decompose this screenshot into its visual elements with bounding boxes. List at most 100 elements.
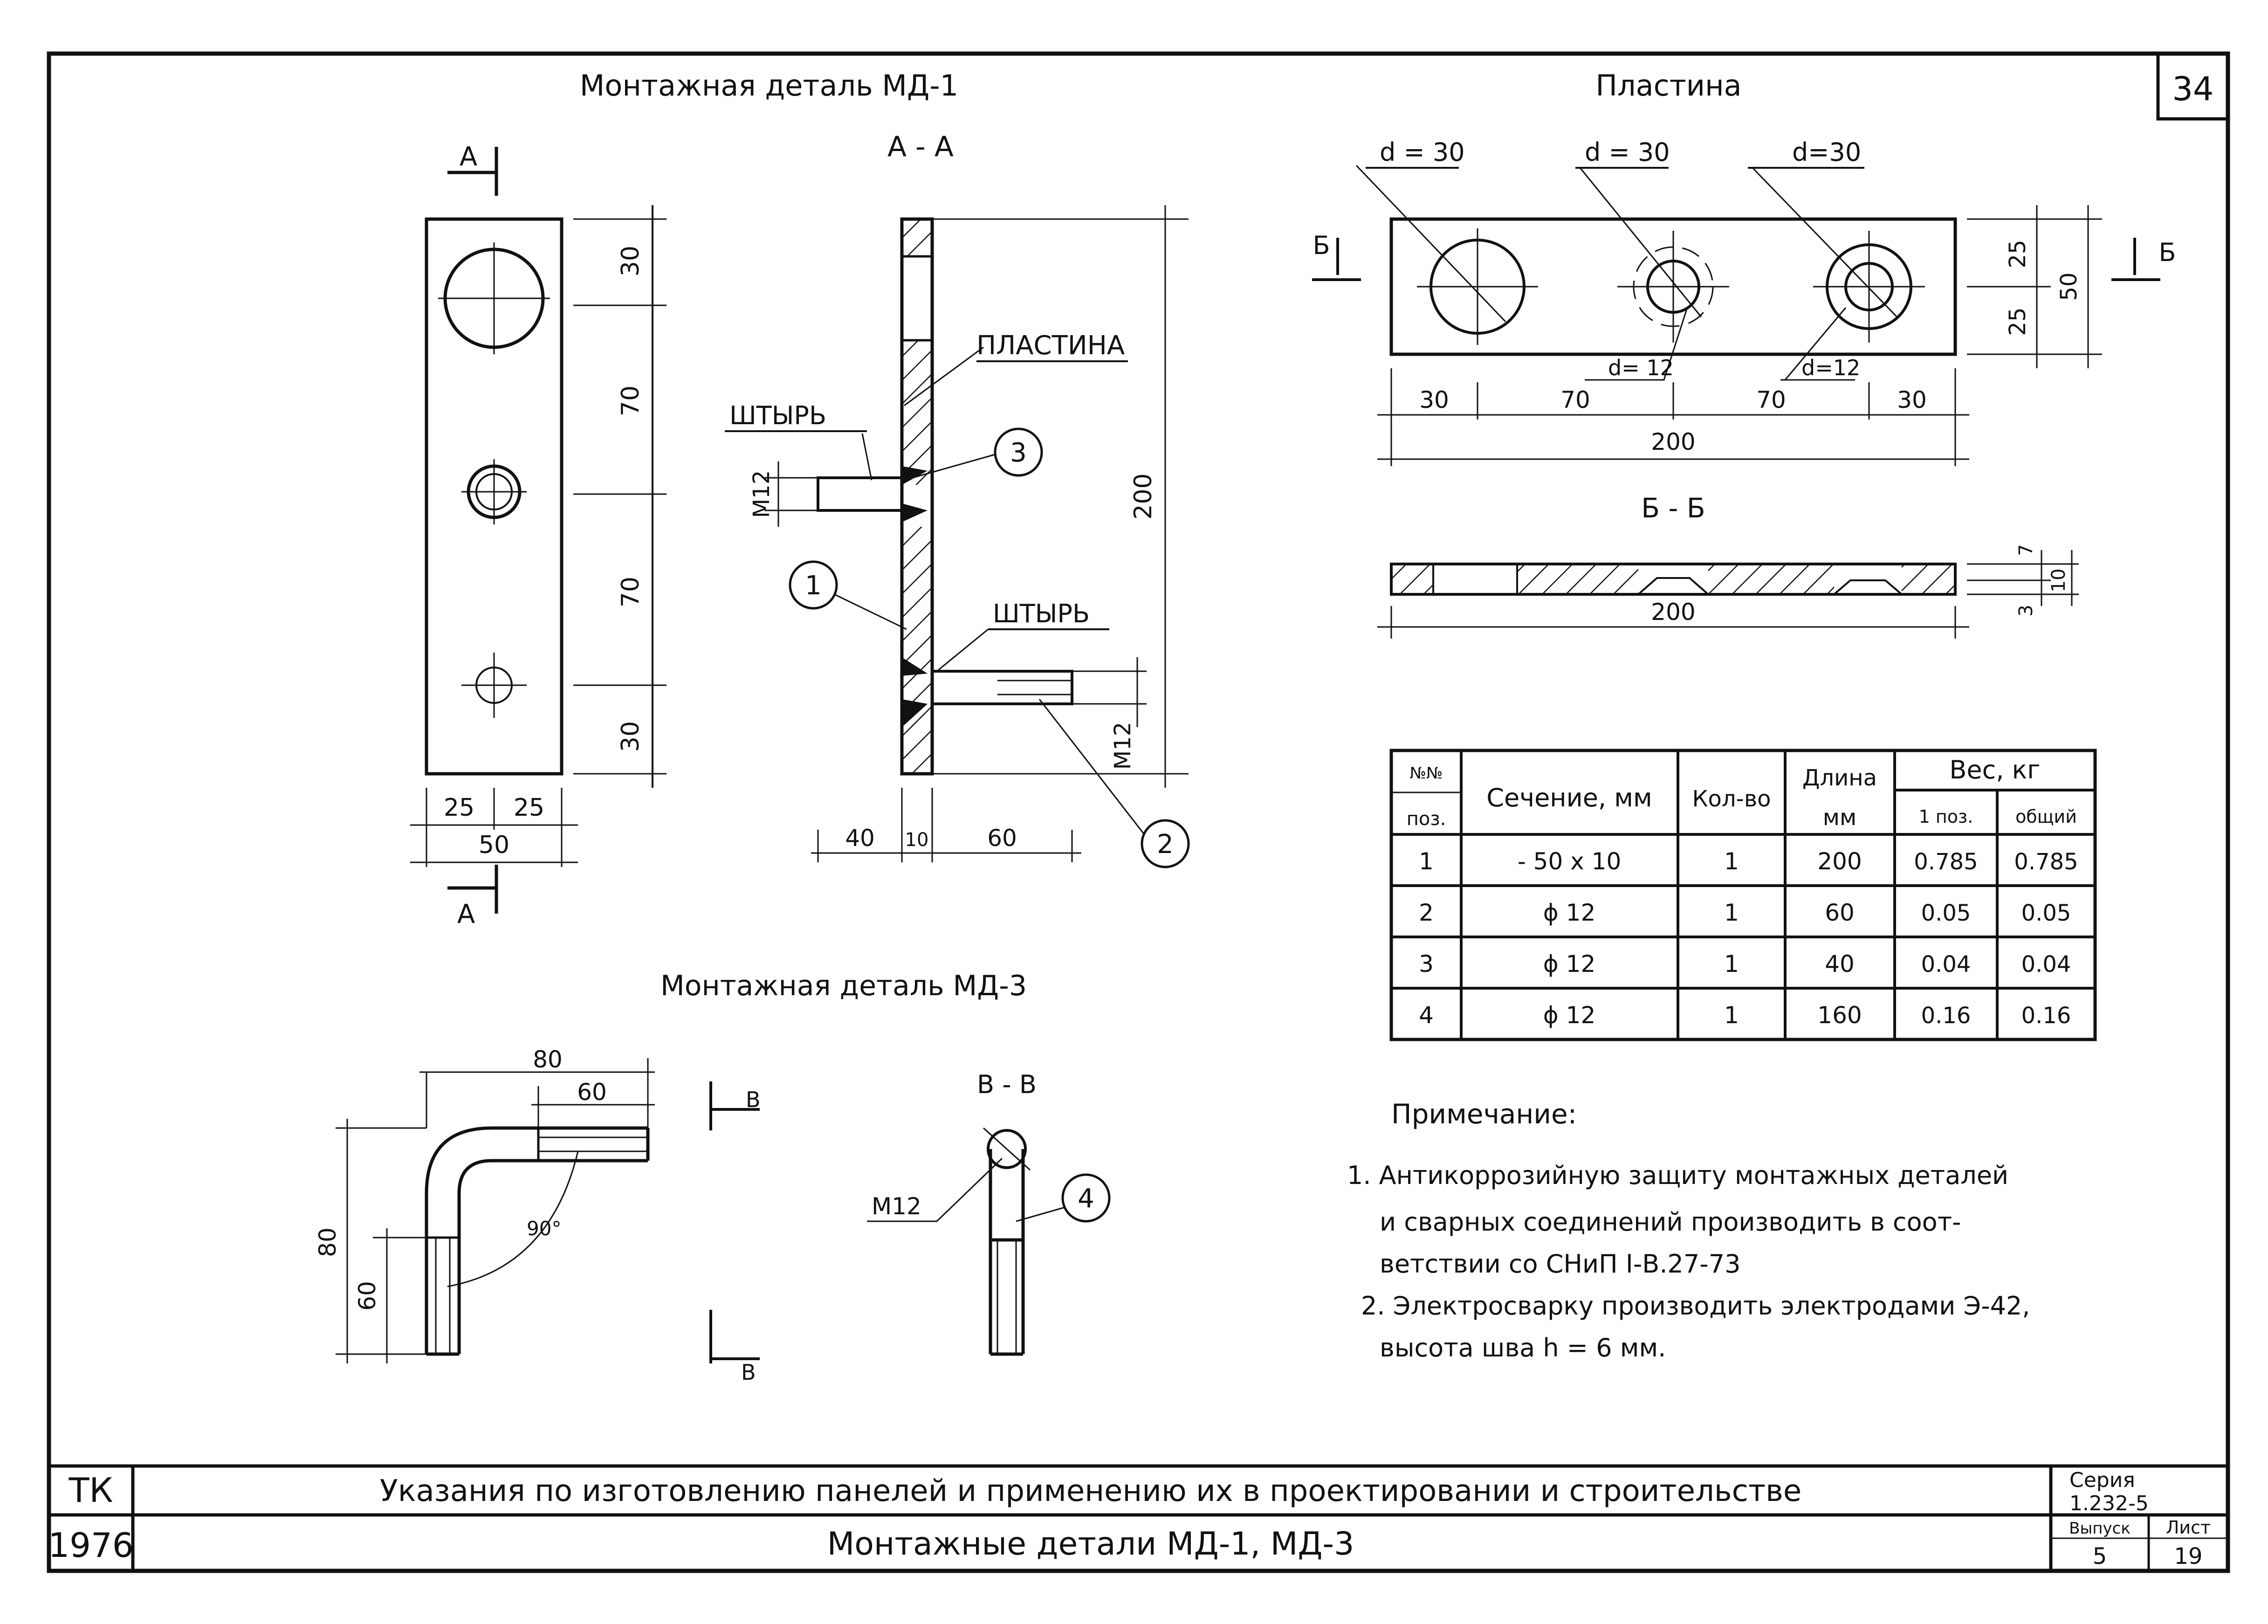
md1-section-mark-top: А — [460, 142, 477, 172]
cell-wt: 0.04 — [2021, 951, 2071, 977]
th-length-b: мм — [1823, 805, 1856, 831]
plate-outline — [1389, 217, 1957, 356]
md1-dim-b3: 60 — [987, 825, 1017, 852]
cell-qty: 1 — [1724, 1002, 1739, 1029]
th-section: Сечение, мм — [1486, 783, 1652, 812]
plate-section-dim-total: 200 — [1651, 599, 1695, 626]
md1-dim-w3: 50 — [479, 831, 509, 859]
tb-title: Указания по изготовлению панелей и приме… — [380, 1474, 1801, 1508]
md3-section-mark-bottom: В — [741, 1360, 756, 1385]
cell-length: 40 — [1825, 950, 1855, 977]
th-pos-a: №№ — [1410, 764, 1443, 783]
plate-section-mark-right: Б — [2158, 238, 2176, 267]
plate-section-mark-left: Б — [1313, 231, 1330, 260]
notes-title: Примечание: — [1391, 1098, 1577, 1130]
plate-dim-total: 200 — [1651, 428, 1695, 455]
tb-issue-value: 5 — [2093, 1543, 2107, 1569]
cell-qty: 1 — [1724, 848, 1739, 875]
md1-drawing: Монтажная деталь МД-1 А А 30 70 70 30 25… — [410, 69, 1190, 929]
plate-dim-b4: 30 — [1897, 386, 1927, 413]
cell-qty: 1 — [1724, 899, 1739, 926]
md3-dim-top-2: 60 — [577, 1079, 607, 1106]
md1-dim-b1: 40 — [845, 825, 875, 852]
tb-year: 1976 — [48, 1526, 133, 1565]
cell-w1: 0.05 — [1921, 900, 1971, 926]
th-pos-b: поз. — [1407, 808, 1446, 830]
plate-d-small-1: d= 12 — [1608, 355, 1674, 380]
cell-w1: 0.16 — [1921, 1003, 1971, 1029]
md1-callout-1: 1 — [805, 571, 822, 601]
cell-pos: 4 — [1419, 1002, 1434, 1029]
cell-section: ϕ 12 — [1543, 950, 1596, 977]
tb-sheet-value: 19 — [2174, 1543, 2202, 1569]
plate-dim-b1: 30 — [1419, 386, 1449, 413]
plate-dim-r1: 25 — [2005, 240, 2031, 268]
plate-dim-r2: 25 — [2005, 307, 2031, 336]
plate-section-title: Б - Б — [1641, 492, 1705, 524]
plate-section-dim-r2: 3 — [2015, 605, 2037, 616]
md3-section-title: В - В — [977, 1070, 1037, 1099]
tb-code: ТК — [68, 1471, 113, 1510]
notes-line-3: ветствии со СНиП I-В.27-73 — [1380, 1249, 1740, 1279]
md3-drawing: Монтажная деталь МД-3 90° 80 60 80 60 В … — [314, 970, 1111, 1385]
cell-section: ϕ 12 — [1543, 1002, 1596, 1029]
md1-dim-w2: 25 — [514, 794, 544, 822]
cell-length: 160 — [1817, 1002, 1862, 1029]
plate-d-label-3: d=30 — [1792, 138, 1861, 167]
cell-w1: 0.04 — [1921, 951, 1971, 977]
md1-dim-v1: 30 — [617, 246, 645, 276]
plate-dim-b2: 70 — [1560, 386, 1590, 413]
plate-dim-r3: 50 — [2056, 272, 2082, 301]
md1-label-pin-bottom: ШТЫРЬ — [993, 599, 1090, 628]
cell-wt: 0.785 — [2014, 849, 2078, 875]
table-row: 3 ϕ 12 1 40 0.04 0.04 — [1419, 950, 2071, 977]
md1-dim-v4: 30 — [617, 721, 645, 752]
md3-angle: 90° — [527, 1217, 561, 1240]
md1-label-plate: ПЛАСТИНА — [976, 330, 1125, 361]
plate-section-dim-r3: 10 — [2048, 569, 2069, 592]
spec-table: №№ поз. Сечение, мм Кол-во Длина мм Вес,… — [1389, 749, 2097, 1041]
title-block: ТК 1976 Указания по изготовлению панелей… — [48, 1464, 2228, 1571]
tb-subtitle: Монтажные детали МД-1, МД-3 — [827, 1526, 1354, 1562]
md1-callout-3: 3 — [1010, 438, 1027, 468]
md1-section-mark-bottom: А — [457, 899, 475, 929]
md1-callout-2: 2 — [1157, 829, 1174, 860]
notes-line-4: 2. Электросварку производить электродами… — [1361, 1291, 2030, 1321]
table-row: 2 ϕ 12 1 60 0.05 0.05 — [1419, 899, 2071, 926]
tb-sheet-label: Лист — [2166, 1517, 2211, 1538]
md1-dim-w1: 25 — [444, 794, 474, 822]
sheet-frame: 34 — [47, 51, 2230, 1573]
md3-dim-left-1: 80 — [314, 1227, 341, 1257]
th-w-total: общий — [2015, 806, 2077, 827]
cell-wt: 0.16 — [2021, 1003, 2071, 1029]
tb-series-value: 1.232-5 — [2069, 1492, 2149, 1515]
th-weight: Вес, кг — [1949, 755, 2040, 784]
md1-dim-total: 200 — [1129, 473, 1157, 519]
md3-dim-left-2: 60 — [354, 1281, 381, 1311]
md1-dim-b2: 10 — [905, 829, 929, 851]
tb-issue-label: Выпуск — [2069, 1519, 2131, 1538]
md3-title: Монтажная деталь МД-3 — [660, 970, 1027, 1002]
cell-w1: 0.785 — [1914, 849, 1978, 875]
th-qty: Кол-во — [1692, 786, 1771, 812]
md1-thread-bottom: М12 — [1110, 722, 1136, 770]
plate-d-small-2: d=12 — [1801, 355, 1860, 380]
tb-series-label: Серия — [2069, 1468, 2135, 1492]
cell-pos: 2 — [1419, 899, 1434, 926]
sheet-corner-number: 34 — [2172, 70, 2213, 108]
plate-dim-b3: 70 — [1756, 386, 1786, 413]
md3-dim-top-1: 80 — [533, 1046, 563, 1073]
plate-d-label-1: d = 30 — [1380, 138, 1465, 167]
md1-dim-v3: 70 — [617, 577, 645, 607]
cell-pos: 3 — [1419, 950, 1434, 977]
plate-title: Пластина — [1595, 69, 1741, 103]
table-row: 4 ϕ 12 1 160 0.16 0.16 — [1419, 1002, 2071, 1029]
md3-thread: М12 — [872, 1193, 921, 1220]
cell-wt: 0.05 — [2021, 900, 2071, 926]
notes-line-2: и сварных соединений производить в соот- — [1380, 1207, 1961, 1237]
notes-line-5: высота шва h = 6 мм. — [1380, 1333, 1666, 1363]
md3-section-mark-top: В — [746, 1087, 761, 1112]
md1-label-pin-top: ШТЫРЬ — [729, 401, 826, 430]
cell-section: - 50 x 10 — [1518, 848, 1622, 875]
cell-pos: 1 — [1419, 848, 1434, 875]
